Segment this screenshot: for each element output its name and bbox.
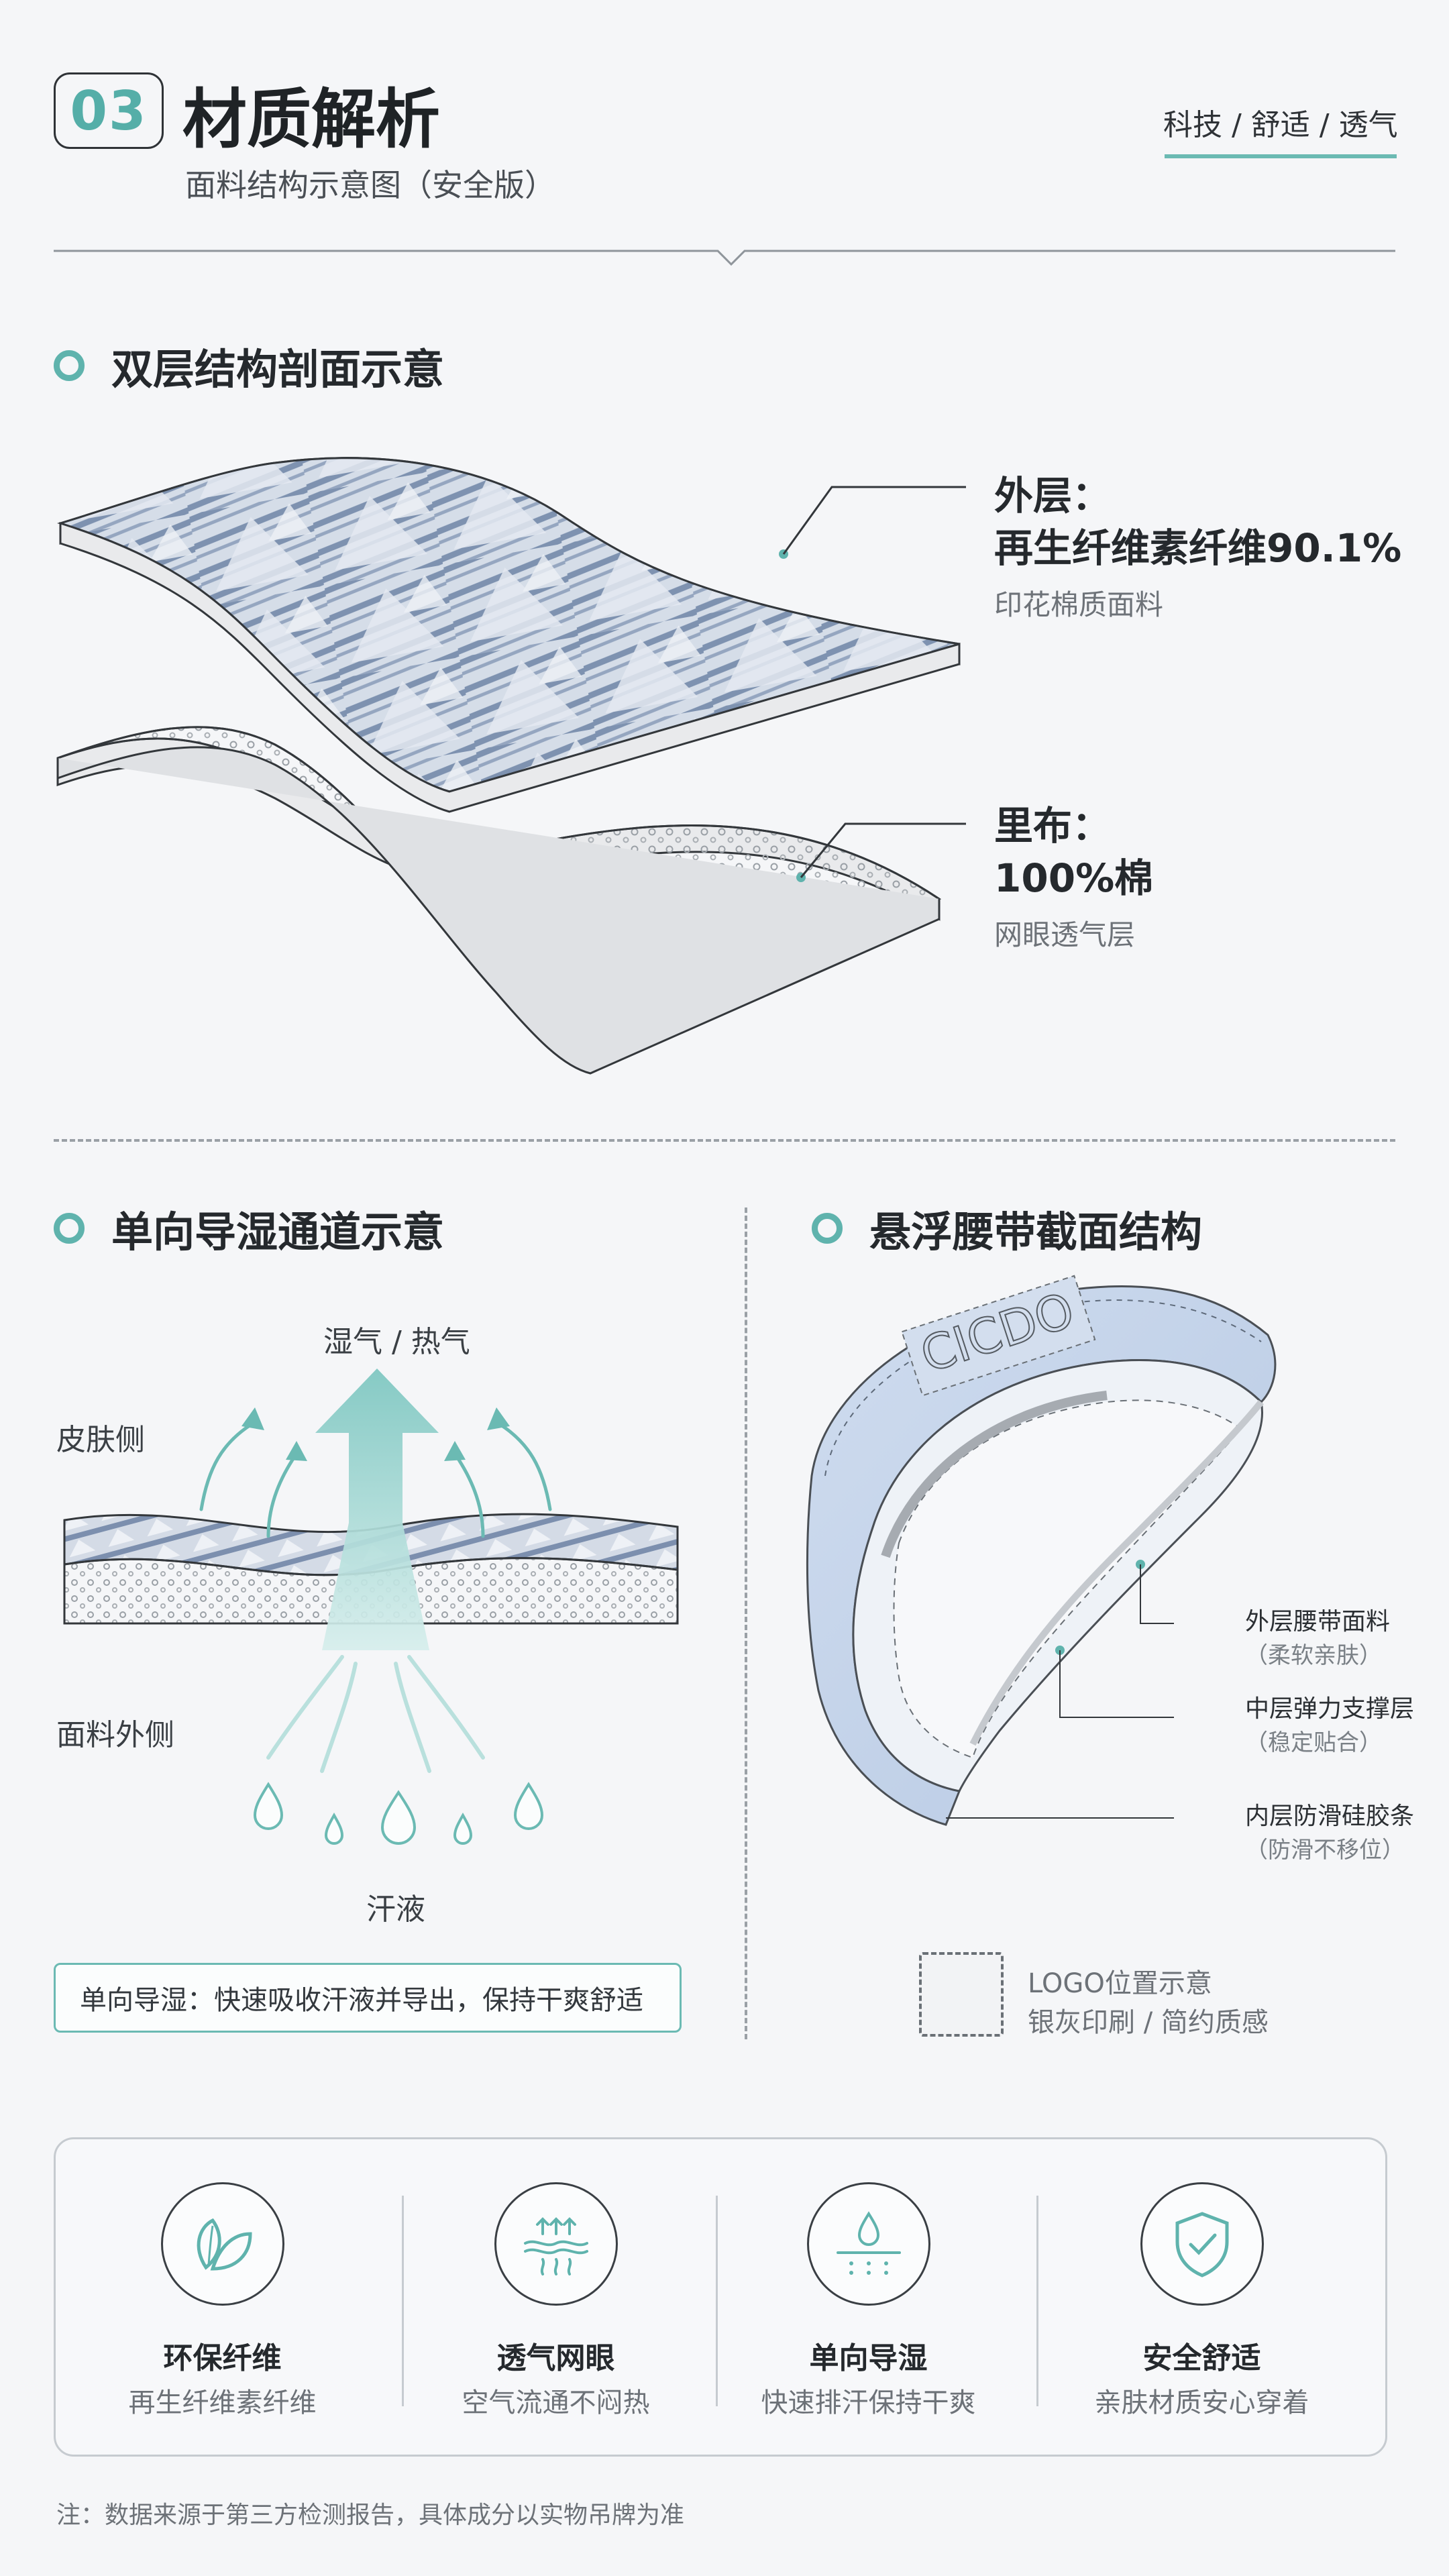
section-heading-moisture: 单向导湿通道示意 xyxy=(54,1198,444,1258)
feature-title: 单向导湿 xyxy=(809,2341,928,2375)
column-divider xyxy=(745,1208,747,2039)
outer-layer-title: 外层： xyxy=(994,473,1112,519)
outer-layer-label: 外层： 再生纤维素纤维90.1% 印花棉质面料 xyxy=(994,470,1401,623)
inner-layer-composition: 100%棉 xyxy=(994,855,1154,901)
section-bullet-icon xyxy=(54,350,85,381)
logo-note-desc: 银灰印刷 / 简约质感 xyxy=(1028,2007,1269,2038)
belt-layer-inner: 内层防滑硅胶条 （防滑不移位） xyxy=(1245,1796,1414,1864)
section-heading-text: 悬浮腰带截面结构 xyxy=(869,1208,1203,1256)
belt-layer-outer-desc: （柔软亲肤） xyxy=(1245,1642,1382,1669)
fabric-layers-illustration xyxy=(56,457,966,1075)
feature-desc: 空气流通不闷热 xyxy=(462,2387,650,2418)
logo-placeholder-box xyxy=(919,1952,1004,2037)
breathable-mesh-icon xyxy=(494,2182,618,2306)
feature-divider xyxy=(402,2196,404,2406)
outer-layer-composition: 再生纤维素纤维90.1% xyxy=(994,525,1402,571)
feature-moisture-wicking: 单向导湿 快速排汗保持干爽 xyxy=(702,2139,1035,2459)
section-number-badge: 03 xyxy=(54,72,164,149)
fabric-outer-label: 面料外侧 xyxy=(56,1718,174,1752)
inner-layer-label: 里布： 100%棉 网眼透气层 xyxy=(994,800,1153,953)
belt-layer-middle: 中层弹力支撑层 （稳定贴合） xyxy=(1245,1689,1414,1757)
inner-layer-title: 里布： xyxy=(994,803,1112,849)
section-heading-text: 单向导湿通道示意 xyxy=(111,1208,445,1256)
feature-desc: 快速排汗保持干爽 xyxy=(761,2387,976,2418)
tags-underline xyxy=(1165,154,1397,158)
waistband-illustration: CICDO xyxy=(806,1275,1277,1826)
belt-layer-middle-desc: （稳定贴合） xyxy=(1245,1729,1382,1756)
feature-safe-comfort: 安全舒适 亲肤材质安心穿着 xyxy=(1035,2139,1368,2459)
page-title: 材质解析 xyxy=(182,82,440,157)
leaves-icon xyxy=(160,2182,284,2306)
skin-side-label: 皮肤侧 xyxy=(56,1423,145,1457)
feature-desc: 再生纤维素纤维 xyxy=(128,2387,317,2418)
section-heading-text: 双层结构剖面示意 xyxy=(111,345,445,394)
moisture-channel-illustration xyxy=(63,1368,679,1845)
feature-title: 透气网眼 xyxy=(496,2341,615,2375)
vapor-label: 湿气 / 热气 xyxy=(323,1325,470,1359)
belt-layer-middle-name: 中层弹力支撑层 xyxy=(1245,1695,1415,1723)
feature-breathable: 透气网眼 空气流通不闷热 xyxy=(389,2139,722,2459)
section-heading-layers: 双层结构剖面示意 xyxy=(54,335,444,396)
feature-tags: 科技 / 舒适 / 透气 xyxy=(1163,108,1398,142)
footnote: 注：数据来源于第三方检测报告，具体成分以实物吊牌为准 xyxy=(56,2502,685,2529)
inner-layer-desc: 网眼透气层 xyxy=(994,918,1136,951)
moisture-callout: 单向导湿：快速吸收汗液并导出，保持干爽舒适 xyxy=(54,1963,682,2033)
belt-layer-inner-name: 内层防滑硅胶条 xyxy=(1245,1803,1415,1830)
section-bullet-icon xyxy=(54,1213,85,1244)
feature-title: 环保纤维 xyxy=(163,2341,282,2375)
page-subtitle: 面料结构示意图（安全版） xyxy=(185,167,555,203)
feature-panel: 环保纤维 再生纤维素纤维 透气网眼 空气流通不闷热 xyxy=(54,2137,1387,2457)
feature-eco-fiber: 环保纤维 再生纤维素纤维 xyxy=(56,2139,389,2459)
belt-layer-outer-name: 外层腰带面料 xyxy=(1245,1608,1391,1635)
feature-divider xyxy=(716,2196,718,2406)
section-bullet-icon xyxy=(812,1213,843,1244)
feature-desc: 亲肤材质安心穿着 xyxy=(1094,2387,1309,2418)
sweat-label: 汗液 xyxy=(366,1892,425,1927)
belt-layer-inner-desc: （防滑不移位） xyxy=(1245,1837,1405,1864)
header-divider xyxy=(54,250,1395,266)
belt-layer-outer: 外层腰带面料 （柔软亲肤） xyxy=(1245,1602,1390,1670)
logo-note-title: LOGO位置示意 xyxy=(1028,1968,1212,1999)
section-heading-belt: 悬浮腰带截面结构 xyxy=(812,1198,1202,1258)
feature-divider xyxy=(1036,2196,1038,2406)
section-divider xyxy=(54,1139,1395,1142)
feature-title: 安全舒适 xyxy=(1142,2341,1261,2375)
outer-layer-desc: 印花棉质面料 xyxy=(994,588,1164,621)
shield-check-icon xyxy=(1140,2182,1264,2306)
water-drop-icon xyxy=(806,2182,930,2306)
